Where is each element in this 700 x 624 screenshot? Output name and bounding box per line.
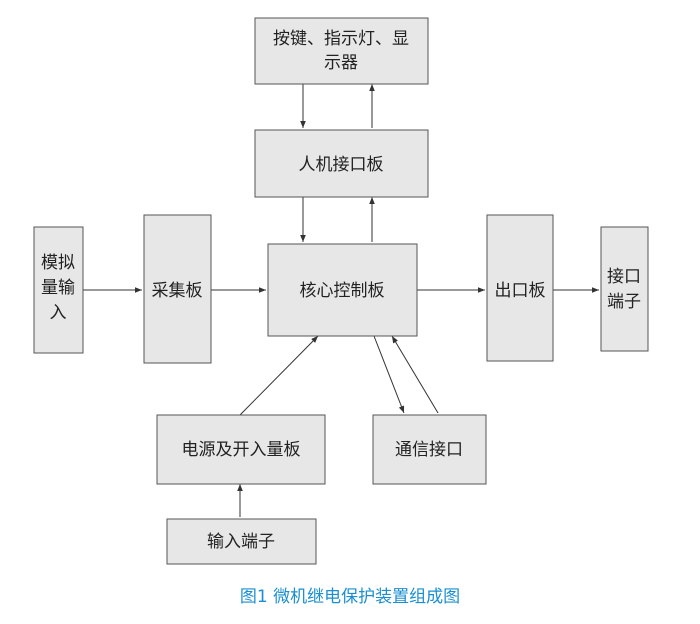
node-terminal-label-line2: 端子 (607, 292, 641, 312)
node-core-board: 核心控制板 (267, 243, 418, 337)
node-input-terminal: 输入端子 (166, 518, 317, 565)
node-output-board: 出口板 (486, 214, 554, 362)
node-hmi-board-label: 人机接口板 (299, 155, 384, 175)
node-comm-interface: 通信接口 (372, 414, 487, 485)
node-buttons-label-line1: 按键、指示灯、显 (273, 29, 409, 49)
node-power-board: 电源及开入量板 (156, 414, 326, 485)
node-terminal-label-line1: 接口 (607, 267, 641, 287)
node-output-board-label: 出口板 (495, 281, 546, 301)
node-terminal: 接口 端子 (600, 226, 649, 352)
node-analog-input: 模拟 量输 入 (33, 226, 84, 354)
node-acquisition-board-label: 采集板 (152, 281, 203, 301)
node-core-board-label: 核心控制板 (300, 281, 385, 301)
node-analog-input-label-line3: 入 (50, 303, 67, 323)
node-acquisition-board: 采集板 (143, 214, 212, 364)
node-power-board-label: 电源及开入量板 (182, 440, 301, 460)
node-hmi-board: 人机接口板 (254, 129, 429, 198)
node-analog-input-label-line2: 量输 (41, 278, 75, 298)
figure-caption: 图1 微机继电保护装置组成图 (239, 587, 461, 607)
edge-core-to-comm (373, 335, 405, 414)
edge-power-to-core (239, 335, 319, 416)
node-comm-interface-label: 通信接口 (395, 440, 463, 460)
node-buttons: 按键、指示灯、显 示器 (254, 17, 429, 85)
node-analog-input-label-line1: 模拟 (41, 253, 75, 273)
node-buttons-label-line2: 示器 (324, 53, 358, 73)
edges (83, 84, 599, 517)
edge-comm-to-core (391, 335, 439, 414)
node-input-terminal-label: 输入端子 (207, 532, 275, 552)
